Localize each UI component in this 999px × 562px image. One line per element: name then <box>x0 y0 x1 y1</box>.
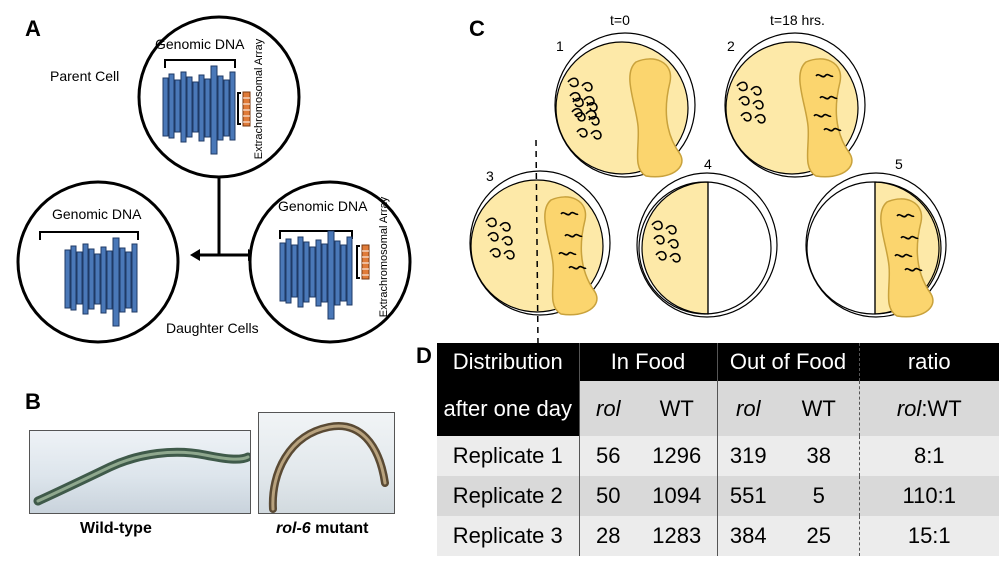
table-row: Replicate 3 28 1283 384 25 15:1 <box>437 516 999 556</box>
row-label-header-cont: after one day <box>437 381 579 436</box>
panel-label-d: D <box>416 343 432 368</box>
panel-label-b: B <box>25 389 41 414</box>
wild-type-worm <box>33 447 250 506</box>
daughter-cells-label: Daughter Cells <box>166 320 259 336</box>
wild-type-caption: Wild-type <box>80 520 152 537</box>
rol6-worm <box>268 422 389 513</box>
right-genomic-dna-label: Genomic DNA <box>278 198 368 214</box>
panel-label-c: C <box>469 16 485 41</box>
plate-number-1: 1 <box>556 38 564 54</box>
cell-out-rol: 551 <box>716 476 779 516</box>
cell-out-wt: 5 <box>779 476 859 516</box>
rol6-mutant-caption: rol-6 mutant <box>276 520 369 537</box>
parent-cell-label: Parent Cell <box>50 68 120 84</box>
plate-number-2: 2 <box>727 38 735 54</box>
row-label: Replicate 3 <box>437 516 579 556</box>
parent-genomic-dna-label: Genomic DNA <box>155 36 245 52</box>
cell-out-rol: 319 <box>716 436 779 476</box>
panel-label-a: A <box>25 16 41 41</box>
wild-type-photo <box>29 430 251 514</box>
cell-in-wt: 1296 <box>637 436 717 476</box>
cell-in-wt: 1283 <box>637 516 717 556</box>
cell-out-wt: 25 <box>779 516 859 556</box>
left-genomic-dna-label: Genomic DNA <box>52 206 142 222</box>
table-row: Replicate 2 50 1094 551 5 110:1 <box>437 476 999 516</box>
cell-ratio: 8:1 <box>858 436 999 476</box>
cell-in-rol: 28 <box>578 516 637 556</box>
ratio-header: ratio <box>858 343 999 381</box>
in-food-rol-header: rol <box>578 381 637 436</box>
plate-number-3: 3 <box>486 168 494 184</box>
cell-ratio: 15:1 <box>858 516 999 556</box>
table-row: Replicate 1 56 1296 319 38 8:1 <box>437 436 999 476</box>
table-subheader-row: after one day rol WT rol WT rol:WT <box>437 381 999 436</box>
plate-number-5: 5 <box>895 156 903 172</box>
in-food-wt-header: WT <box>637 381 717 436</box>
time-start-label: t=0 <box>610 12 630 28</box>
time-end-label: t=18 hrs. <box>770 12 825 28</box>
rol6-mutant-photo <box>258 412 395 514</box>
cell-in-rol: 56 <box>578 436 637 476</box>
cell-out-wt: 38 <box>779 436 859 476</box>
row-label: Replicate 2 <box>437 476 579 516</box>
out-food-rol-header: rol <box>716 381 779 436</box>
out-of-food-header: Out of Food <box>716 343 859 381</box>
row-label-header: Distribution <box>437 343 579 381</box>
table-header-row: Distribution In Food Out of Food ratio <box>437 343 999 381</box>
cell-out-rol: 384 <box>716 516 779 556</box>
in-food-header: In Food <box>578 343 717 381</box>
cell-in-rol: 50 <box>578 476 637 516</box>
ratio-subheader: rol:WT <box>858 381 999 436</box>
distribution-table: Distribution In Food Out of Food ratio a… <box>437 343 999 556</box>
cell-in-wt: 1094 <box>637 476 717 516</box>
out-food-wt-header: WT <box>779 381 859 436</box>
row-label: Replicate 1 <box>437 436 579 476</box>
cell-ratio: 110:1 <box>858 476 999 516</box>
plate-number-4: 4 <box>704 156 712 172</box>
